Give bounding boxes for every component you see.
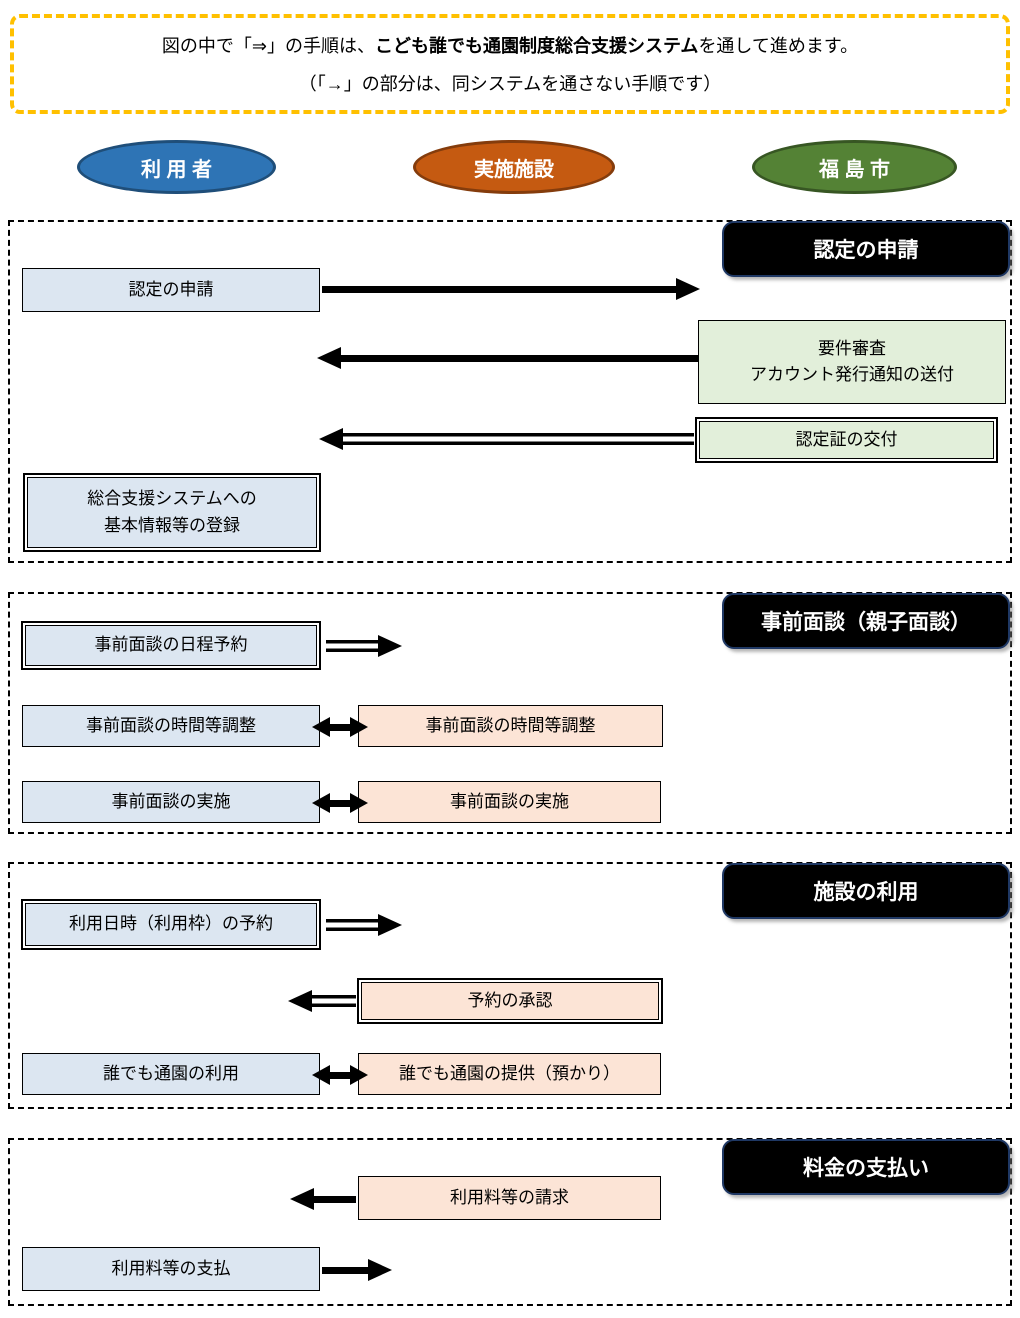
- box-city-review-line-1: 要件審査: [818, 338, 886, 358]
- note-box: 図の中で「⇒」の手順は、こども誰でも通園制度総合支援システムを通して進めます。 …: [10, 14, 1010, 114]
- box-facility-approve: 予約の承認: [357, 978, 663, 1024]
- arrow-shaft-double: [310, 995, 356, 1007]
- arrow-bill-to-user-icon: [290, 1187, 356, 1211]
- box-user-attend: 誰でも通園の利用: [22, 1053, 320, 1095]
- box-facility-provide: 誰でも通園の提供（預かり）: [358, 1053, 661, 1095]
- arrow-certificate-to-user-system-icon: [319, 427, 694, 451]
- note-line-1: 図の中で「⇒」の手順は、こども誰でも通園制度総合支援システムを通して進めます。: [162, 32, 858, 58]
- arrow-shaft: [322, 1266, 372, 1274]
- box-city-review: 要件審査 アカウント発行通知の送付: [698, 320, 1006, 404]
- section-usage: [8, 862, 1012, 1109]
- box-user-adjust-time: 事前面談の時間等調整: [22, 705, 320, 747]
- arrow-shaft: [326, 799, 354, 807]
- arrow-conduct-bidirectional-icon: [312, 791, 368, 815]
- note-line-1-prefix: 図の中で「⇒」の手順は、: [161, 36, 375, 56]
- arrow-head-left: [317, 347, 341, 369]
- actor-oval-user: 利 用 者: [77, 140, 276, 194]
- arrow-head-left: [319, 428, 343, 450]
- box-city-review-line-2: アカウント発行通知の送付: [750, 365, 954, 384]
- arrow-schedule-system-icon: [326, 634, 402, 658]
- arrow-apply-to-city-icon: [322, 277, 700, 301]
- note-line-2: （「→」の部分は、同システムを通さない手順です）: [298, 74, 722, 94]
- header-interview: 事前面談（親子面談）: [722, 593, 1010, 649]
- box-user-reserve-slot: 利用日時（利用枠）の予約: [21, 899, 321, 950]
- arrow-head-left: [290, 1188, 314, 1210]
- arrow-pay-to-facility-icon: [322, 1258, 392, 1282]
- arrow-head-left: [312, 793, 330, 813]
- box-user-register-line-2: 基本情報等の登録: [104, 515, 240, 535]
- arrow-head-right: [350, 1065, 368, 1085]
- section-payment: [8, 1138, 1012, 1306]
- arrow-head-right: [676, 278, 700, 300]
- box-user-register: 総合支援システムへの 基本情報等の登録: [23, 473, 321, 552]
- box-facility-bill: 利用料等の請求: [358, 1176, 661, 1220]
- section-certification: [8, 220, 1012, 563]
- arrow-shaft: [326, 1071, 354, 1079]
- actor-oval-city: 福 島 市: [752, 140, 957, 194]
- arrow-head-right: [378, 635, 402, 657]
- arrow-shaft: [310, 1195, 356, 1203]
- note-line-1-system-name: こども誰でも通園制度総合支援システム: [374, 36, 699, 56]
- arrow-head-right: [350, 793, 368, 813]
- arrow-adjust-bidirectional-icon: [312, 715, 368, 739]
- arrow-approve-system-icon: [288, 989, 356, 1013]
- arrow-head-left: [312, 717, 330, 737]
- actor-oval-facility: 実施施設: [413, 140, 615, 194]
- section-interview: [8, 592, 1012, 834]
- arrow-head-right: [368, 1259, 392, 1281]
- arrow-review-to-user-icon: [317, 346, 698, 370]
- box-user-register-line-1: 総合支援システムへの: [87, 489, 257, 509]
- note-line-1-suffix: を通して進めます。: [698, 36, 859, 56]
- box-facility-conduct-interview: 事前面談の実施: [358, 781, 661, 823]
- arrow-shaft: [337, 354, 698, 362]
- box-city-certificate: 認定証の交付: [695, 417, 998, 463]
- box-user-apply: 認定の申請: [22, 268, 320, 312]
- arrow-attend-bidirectional-icon: [312, 1063, 368, 1087]
- arrow-head-right: [350, 717, 368, 737]
- box-user-schedule-interview: 事前面談の日程予約: [21, 621, 321, 670]
- header-usage: 施設の利用: [722, 863, 1010, 919]
- arrow-shaft-double: [326, 919, 382, 931]
- arrow-shaft: [322, 285, 680, 293]
- arrow-head-left: [288, 990, 312, 1012]
- arrow-reserve-system-icon: [326, 913, 402, 937]
- arrow-shaft-double: [326, 640, 382, 652]
- box-facility-adjust-time: 事前面談の時間等調整: [358, 705, 663, 747]
- header-payment: 料金の支払い: [722, 1139, 1010, 1195]
- box-user-conduct-interview: 事前面談の実施: [22, 781, 320, 823]
- arrow-head-right: [378, 914, 402, 936]
- arrow-shaft: [326, 723, 354, 731]
- arrow-shaft-double: [341, 433, 694, 445]
- box-user-pay: 利用料等の支払: [22, 1247, 320, 1291]
- header-certification: 認定の申請: [722, 221, 1010, 277]
- arrow-head-left: [312, 1065, 330, 1085]
